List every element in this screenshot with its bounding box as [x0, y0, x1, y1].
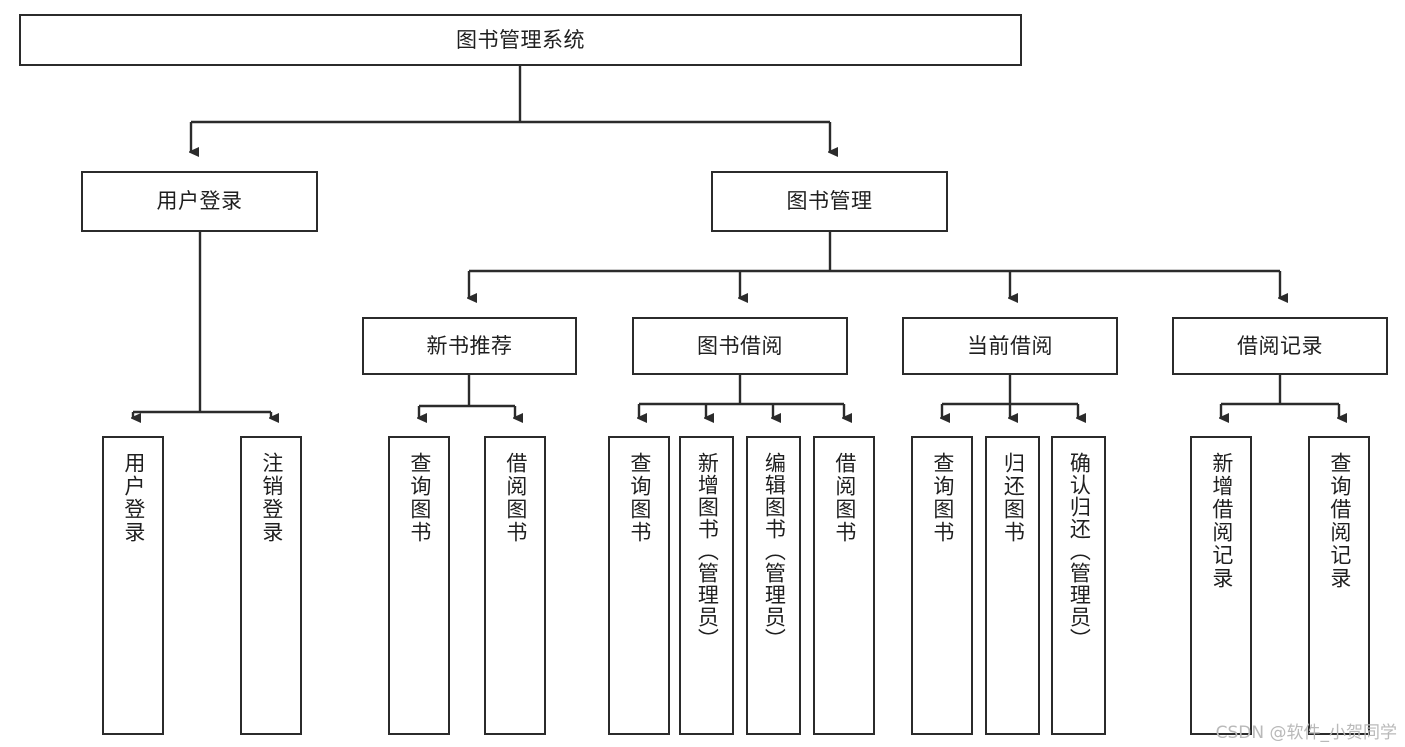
leaf-query-book-current[interactable]: 查询图书	[911, 436, 973, 735]
leaf-add-borrow-record[interactable]: 新增借阅记录	[1190, 436, 1252, 735]
leaf-query-book-recommend[interactable]: 查询图书	[388, 436, 450, 735]
node-root-label: 图书管理系统	[456, 27, 585, 52]
leaf-add-borrow-record-label: 新增借阅记录	[1209, 452, 1234, 590]
leaf-add-book-admin[interactable]: 新增图书（管理员）	[679, 436, 734, 735]
node-current-borrow[interactable]: 当前借阅	[902, 317, 1118, 375]
node-user-login[interactable]: 用户登录	[81, 171, 318, 232]
node-user-login-label: 用户登录	[156, 189, 243, 214]
leaf-query-book-borrow-label: 查询图书	[627, 452, 652, 544]
leaf-return-book-label: 归还图书	[1001, 452, 1026, 544]
leaf-query-book-current-label: 查询图书	[930, 452, 955, 544]
leaf-confirm-return-admin[interactable]: 确认归还（管理员）	[1051, 436, 1106, 735]
leaf-user-login-label: 用户登录	[121, 452, 146, 544]
node-book-management-label: 图书管理	[786, 189, 873, 214]
node-book-management[interactable]: 图书管理	[711, 171, 948, 232]
leaf-borrow-book-label: 借阅图书	[832, 452, 857, 544]
leaf-return-book[interactable]: 归还图书	[985, 436, 1040, 735]
leaf-edit-book-admin-label: 编辑图书（管理员）	[762, 452, 787, 650]
node-book-borrow[interactable]: 图书借阅	[632, 317, 848, 375]
leaf-logout[interactable]: 注销登录	[240, 436, 302, 735]
node-new-book-recommend-label: 新书推荐	[426, 333, 513, 358]
node-new-book-recommend[interactable]: 新书推荐	[362, 317, 577, 375]
leaf-query-book-recommend-label: 查询图书	[407, 452, 432, 544]
watermark-text: CSDN @软件_小贺同学	[1215, 723, 1397, 743]
node-book-borrow-label: 图书借阅	[697, 333, 783, 358]
leaf-add-book-admin-label: 新增图书（管理员）	[695, 452, 720, 650]
leaf-query-book-borrow[interactable]: 查询图书	[608, 436, 670, 735]
leaf-borrow-book-recommend[interactable]: 借阅图书	[484, 436, 546, 735]
leaf-query-borrow-record-label: 查询借阅记录	[1327, 452, 1352, 590]
node-borrow-record-label: 借阅记录	[1237, 333, 1323, 358]
node-root[interactable]: 图书管理系统	[19, 14, 1022, 66]
node-current-borrow-label: 当前借阅	[967, 333, 1053, 358]
leaf-borrow-book-recommend-label: 借阅图书	[503, 452, 528, 544]
leaf-confirm-return-admin-label: 确认归还（管理员）	[1067, 452, 1092, 650]
leaf-query-borrow-record[interactable]: 查询借阅记录	[1308, 436, 1370, 735]
leaf-borrow-book[interactable]: 借阅图书	[813, 436, 875, 735]
leaf-user-login[interactable]: 用户登录	[102, 436, 164, 735]
leaf-logout-label: 注销登录	[259, 452, 284, 544]
leaf-edit-book-admin[interactable]: 编辑图书（管理员）	[746, 436, 801, 735]
node-borrow-record[interactable]: 借阅记录	[1172, 317, 1388, 375]
